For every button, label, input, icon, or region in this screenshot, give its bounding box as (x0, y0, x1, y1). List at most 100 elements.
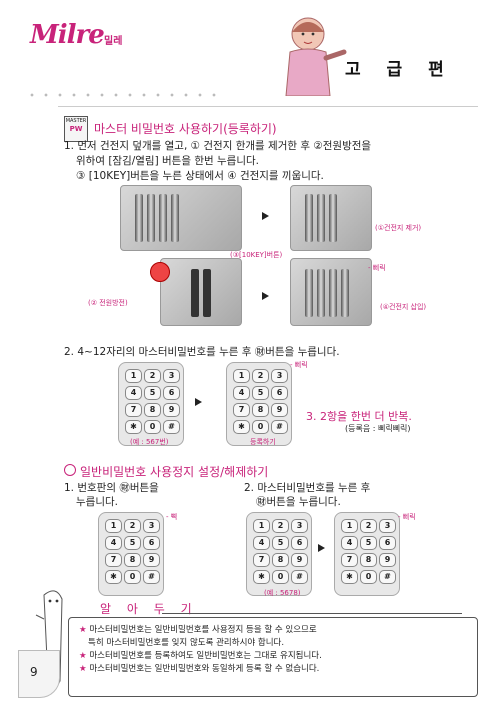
caption-register: 등록하기 (250, 438, 276, 446)
keypad-key: 0 (144, 420, 161, 434)
keypad-key: 8 (252, 403, 269, 417)
keypad-key: 6 (291, 536, 308, 550)
keypad-key: ✱ (233, 420, 250, 434)
tip-box: ★ 마스터비밀번호는 일반비밀번호를 사용정지 등을 할 수 있으므로 특히 마… (68, 617, 478, 697)
keypad-key: 4 (125, 386, 142, 400)
keypad-key: 9 (291, 553, 308, 567)
keypad-key: # (379, 570, 396, 584)
page-number: 9 (30, 665, 38, 679)
arrow-right-icon (262, 212, 269, 220)
keypad-key: 9 (379, 553, 396, 567)
keypad-key: 9 (163, 403, 180, 417)
s2-step2-line1: 2. 마스터비밀번호를 누른 후 (244, 482, 371, 494)
section-title: 고 급 편 (345, 60, 454, 80)
step1-line1: 1. 먼저 건전지 덮개를 열고, ① 건전지 한개를 제거한 후 ②전원방전을 (64, 140, 372, 152)
keypad-key: ✱ (105, 570, 122, 584)
keypad-key: 4 (233, 386, 250, 400)
caption-10key: (③[10KEY]버튼) (230, 251, 283, 259)
keypad-key: 0 (272, 570, 289, 584)
keypad-key: 1 (125, 369, 142, 383)
keypad-key: 4 (341, 536, 358, 550)
caption-discharge: (② 전원방전) (88, 299, 128, 307)
keypad-key: 0 (360, 570, 377, 584)
keypad-key: ✱ (125, 420, 142, 434)
photo-battery-insert (290, 258, 372, 326)
step3-sub: (등록음 : 삐릭삐릭) (345, 424, 411, 433)
keypad-key: 6 (379, 536, 396, 550)
tip-line-4: ★ 마스터비밀번호는 일반비밀번호와 동일하게 등록 할 수 없습니다. (79, 664, 320, 674)
arrow-right-icon (262, 292, 269, 300)
step3-text: 3. 2항을 한번 더 반복. (306, 410, 412, 423)
brand-logo-sub: 밀레 (104, 36, 123, 47)
keypad-key: 1 (253, 519, 270, 533)
section1-title: 마스터 비밀번호 사용하기(등록하기) (94, 122, 277, 136)
tip-underline (162, 613, 462, 614)
caption-example-2: (예 : 5678) (264, 589, 301, 597)
keypad-key: 2 (124, 519, 141, 533)
keypad-key: 5 (124, 536, 141, 550)
s2-step2-line2: ㊖버튼을 누릅니다. (256, 496, 341, 508)
keypad-key: 5 (360, 536, 377, 550)
keypad-key: 8 (124, 553, 141, 567)
keypad-key: 5 (252, 386, 269, 400)
keypad-key: # (143, 570, 160, 584)
tip-title: 알 아 두 기 (100, 602, 198, 616)
keypad-key: 2 (252, 369, 269, 383)
s2-step1-line2: 누릅니다. (76, 496, 118, 508)
section2-title: 일반비밀번호 사용정지 설정/해제하기 (80, 465, 269, 479)
keypad-key: 3 (271, 369, 288, 383)
keypad-key: # (163, 420, 180, 434)
divider (58, 106, 478, 107)
keypad-key: 1 (233, 369, 250, 383)
keypad-key: 7 (253, 553, 270, 567)
caption-beep-long: - 삐릭 (398, 513, 416, 521)
keypad-key: 9 (143, 553, 160, 567)
keypad-key: 7 (105, 553, 122, 567)
keypad-key: 6 (163, 386, 180, 400)
keypad-key: 3 (143, 519, 160, 533)
photo-discharge (160, 258, 242, 326)
arrow-right-icon (195, 398, 202, 406)
tip-line-2: 특히 마스터비밀번호를 잊지 않도록 관리하시야 합니다. (88, 638, 285, 648)
decorative-dots (25, 92, 225, 98)
caption-beep2: - 삐릭 (290, 361, 308, 369)
page-tab (18, 650, 60, 698)
keypad-key: 1 (341, 519, 358, 533)
brand-logo: Milre (30, 20, 105, 50)
keypad-key: 0 (252, 420, 269, 434)
keypad-key: 6 (271, 386, 288, 400)
keypad-key: 1 (105, 519, 122, 533)
keypad-key: 7 (341, 553, 358, 567)
keypad-key: 7 (125, 403, 142, 417)
keypad-key: 5 (144, 386, 161, 400)
keypad-key: 3 (291, 519, 308, 533)
keypad-key: 9 (271, 403, 288, 417)
keypad-key: 3 (379, 519, 396, 533)
keypad-key: ✱ (253, 570, 270, 584)
step1-line3: ③ [10KEY]버튼을 누른 상태에서 ④ 건전지를 끼웁니다. (76, 170, 324, 182)
keypad-key: 4 (253, 536, 270, 550)
keypad-key: 3 (163, 369, 180, 383)
caption-example: (예 : 567번) (130, 438, 169, 446)
keypad-key: ✱ (341, 570, 358, 584)
photo-battery-removed (290, 185, 372, 251)
bullet-circle-icon (64, 464, 76, 476)
caption-battery-remove: (①건전지 제거) (375, 224, 422, 232)
keypad-key: 2 (360, 519, 377, 533)
power-button-icon (150, 262, 170, 282)
keypad-key: # (291, 570, 308, 584)
photo-battery-compartment (120, 185, 242, 251)
step2-text: 2. 4~12자리의 마스터비밀번호를 누른 후 ㊖버튼을 누릅니다. (64, 346, 340, 358)
keypad-key: 2 (272, 519, 289, 533)
step1-line2: 위하여 [잠김/열림] 버튼을 한번 누릅니다. (76, 155, 259, 167)
mascot-illustration (285, 17, 347, 96)
keypad-key: 8 (360, 553, 377, 567)
tip-line-1: ★ 마스터비밀번호는 일반비밀번호를 사용정지 등을 할 수 있으므로 (79, 625, 317, 635)
keypad-key: 8 (144, 403, 161, 417)
